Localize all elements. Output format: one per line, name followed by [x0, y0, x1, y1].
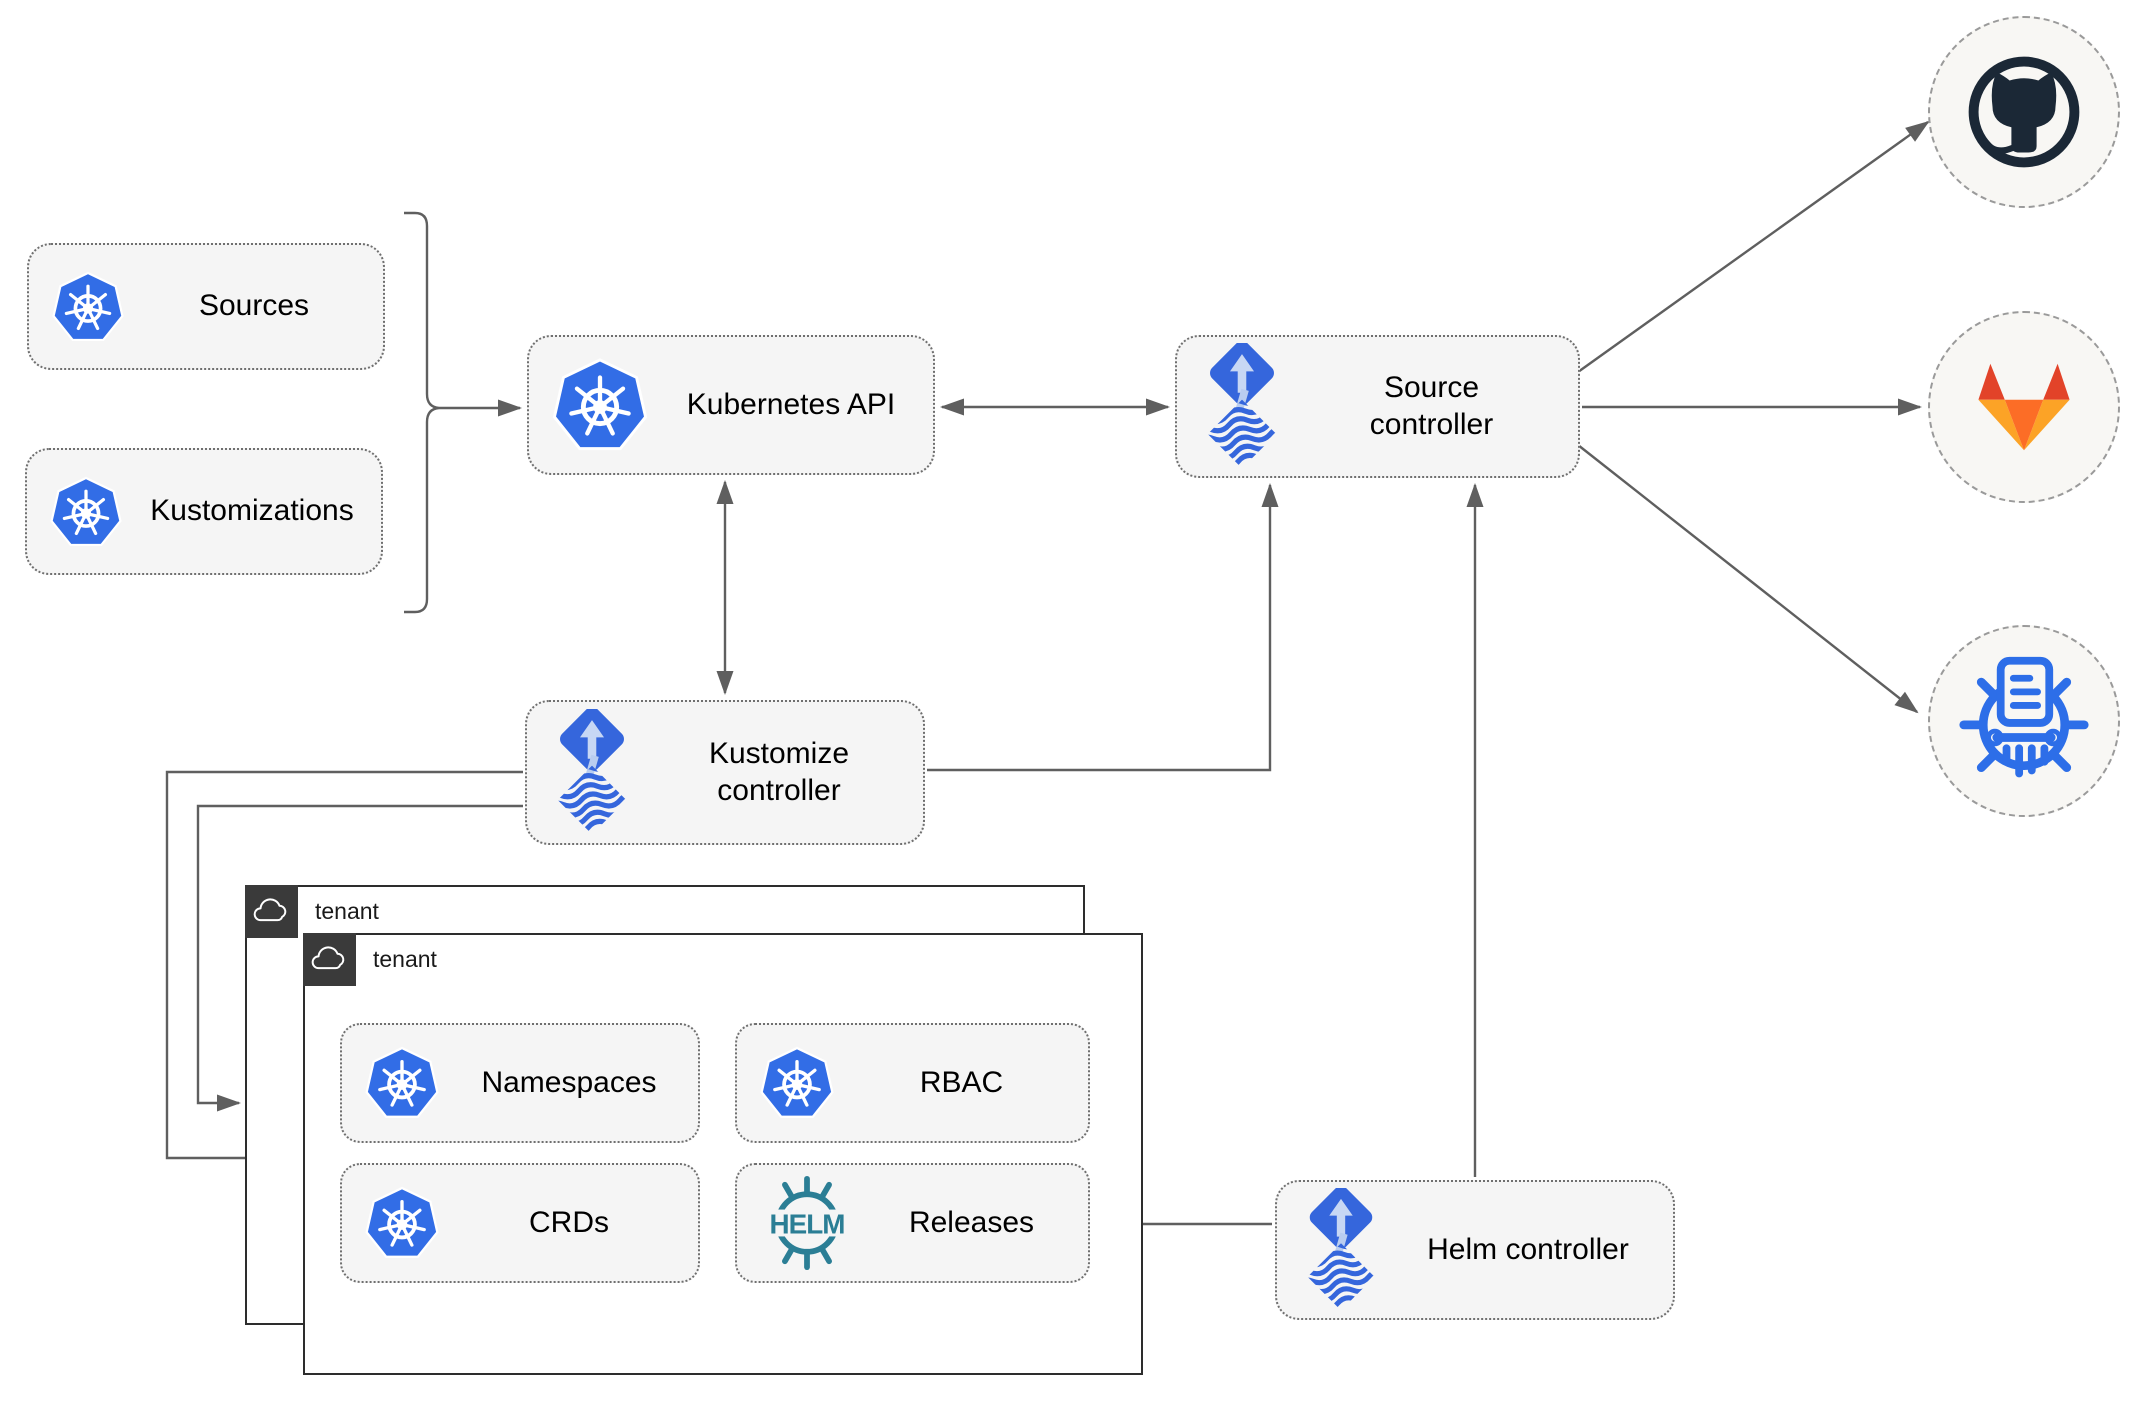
- helm-logo-text: HELM: [770, 1209, 845, 1240]
- external-github: [1928, 16, 2120, 208]
- flux-icon: [1199, 343, 1285, 470]
- gitlab-icon: [1964, 361, 2084, 453]
- node-kustomize-controller: Kustomize controller: [525, 700, 925, 845]
- cloud-icon: [251, 894, 291, 928]
- node-crds: CRDs: [340, 1163, 700, 1283]
- external-registry: [1928, 625, 2120, 817]
- kubernetes-icon: [364, 1045, 440, 1121]
- node-crds-label: CRDs: [529, 1205, 609, 1239]
- arrow-source-controller-to-github: [1577, 120, 1930, 373]
- node-rbac-label: RBAC: [919, 1065, 1004, 1099]
- node-kustomize-controller-label: Kustomize controller: [708, 736, 850, 807]
- tenant-group-label: tenant: [373, 946, 437, 972]
- bracket-sources-group: [404, 211, 440, 614]
- node-kubernetes-api: Kubernetes API: [527, 335, 935, 475]
- arrow-source-controller-to-registry: [1577, 444, 1919, 714]
- node-kustomizations-label: Kustomizations: [150, 494, 354, 528]
- node-kubernetes-api-label: Kubernetes API: [686, 387, 896, 421]
- node-sources-label: Sources: [198, 289, 310, 323]
- node-namespaces: Namespaces: [340, 1023, 700, 1143]
- node-source-controller: Source controller: [1175, 335, 1580, 478]
- github-icon: [1961, 49, 2087, 175]
- node-sources: Sources: [27, 243, 385, 370]
- kustomize-wheel-icon: [1956, 653, 2092, 789]
- tenant-group-front: tenant: [302, 932, 1143, 1375]
- kubernetes-icon: [364, 1185, 440, 1261]
- node-helm-controller: Helm controller: [1275, 1180, 1675, 1320]
- node-kustomizations: Kustomizations: [25, 448, 383, 575]
- node-releases-label: Releases: [908, 1205, 1035, 1239]
- node-namespaces-label: Namespaces: [481, 1065, 657, 1099]
- kubernetes-icon: [759, 1045, 835, 1121]
- node-rbac: RBAC: [735, 1023, 1090, 1143]
- kubernetes-icon: [551, 356, 649, 454]
- cloud-icon: [309, 942, 349, 976]
- node-releases: HELM Releases: [735, 1163, 1090, 1283]
- flux-icon: [549, 709, 635, 836]
- node-helm-controller-label: Helm controller: [1427, 1232, 1629, 1266]
- helm-icon: HELM: [759, 1175, 855, 1271]
- node-source-controller-label: Source controller: [1369, 370, 1494, 441]
- tenant-tab: [244, 884, 298, 938]
- arrow-kustomize-controller-to-source-controller: [927, 483, 1279, 772]
- external-gitlab: [1928, 311, 2120, 503]
- tenant-tab: [302, 932, 356, 986]
- kubernetes-icon: [51, 270, 125, 344]
- tenant-group-label: tenant: [315, 898, 379, 924]
- kubernetes-icon: [49, 475, 123, 549]
- flux-icon: [1299, 1188, 1383, 1312]
